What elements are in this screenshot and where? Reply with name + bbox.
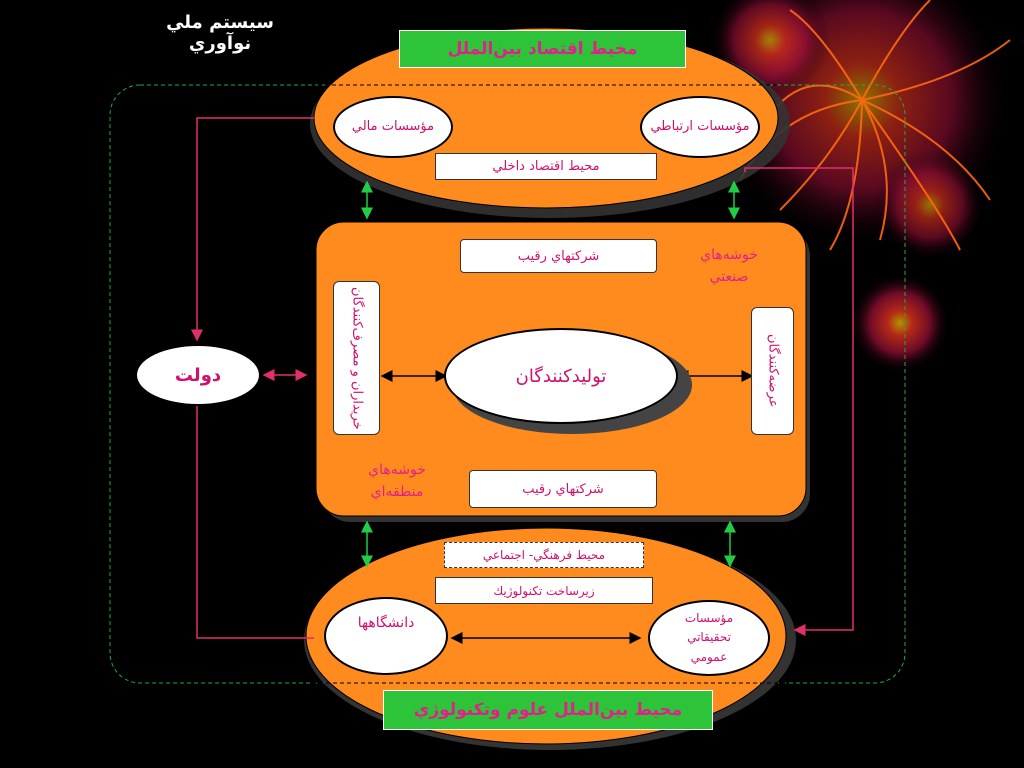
rival-firms-bottom-box: شركتهاي رقيب [469, 470, 657, 508]
buyers-consumers-label: خريداران و مصرف‌كنندگان [349, 286, 365, 430]
government-node: دولت [135, 344, 261, 406]
regional-clusters-label: خوشه‌هاي منطقه‌اي [368, 462, 426, 501]
buyers-consumers-box: خريداران و مصرف‌كنندگان [333, 281, 380, 435]
suppliers-label: عرضه‌كنندگان [765, 334, 781, 408]
public-research-institutes-node: مؤسسات تحقيقاتي عمومي [648, 600, 770, 676]
layer-connectors [361, 180, 740, 568]
suppliers-box: عرضه‌كنندگان [751, 307, 794, 435]
international-science-tech-banner: محيط بين‌الملل علوم وتكنولوژي [383, 690, 713, 730]
rival-firms-top-box: شركتهاي رقيب [460, 239, 657, 273]
international-economy-banner: محيط اقتصاد بين‌الملل [399, 30, 686, 68]
intermediary-institutions-node: مؤسسات ارتباطي [640, 96, 760, 158]
government-connectors [191, 117, 854, 639]
producers-node: توليدكنندگان [444, 328, 678, 424]
universities-node: دانشگاهها [324, 597, 448, 675]
tech-infrastructure-box: زيرساخت تكنولوژيك [435, 577, 653, 604]
fireworks-decoration [710, 0, 1012, 373]
domestic-economy-box: محيط اقتصاد داخلي [435, 153, 657, 180]
socio-cultural-box: محيط فرهنگي- اجتماعي [444, 542, 644, 568]
financial-institutions-node: مؤسسات مالي [333, 96, 453, 158]
page-title: سيستم ملي نوآوري [166, 12, 274, 54]
industrial-clusters-label: خوشه‌هاي صنعتي [700, 247, 758, 286]
